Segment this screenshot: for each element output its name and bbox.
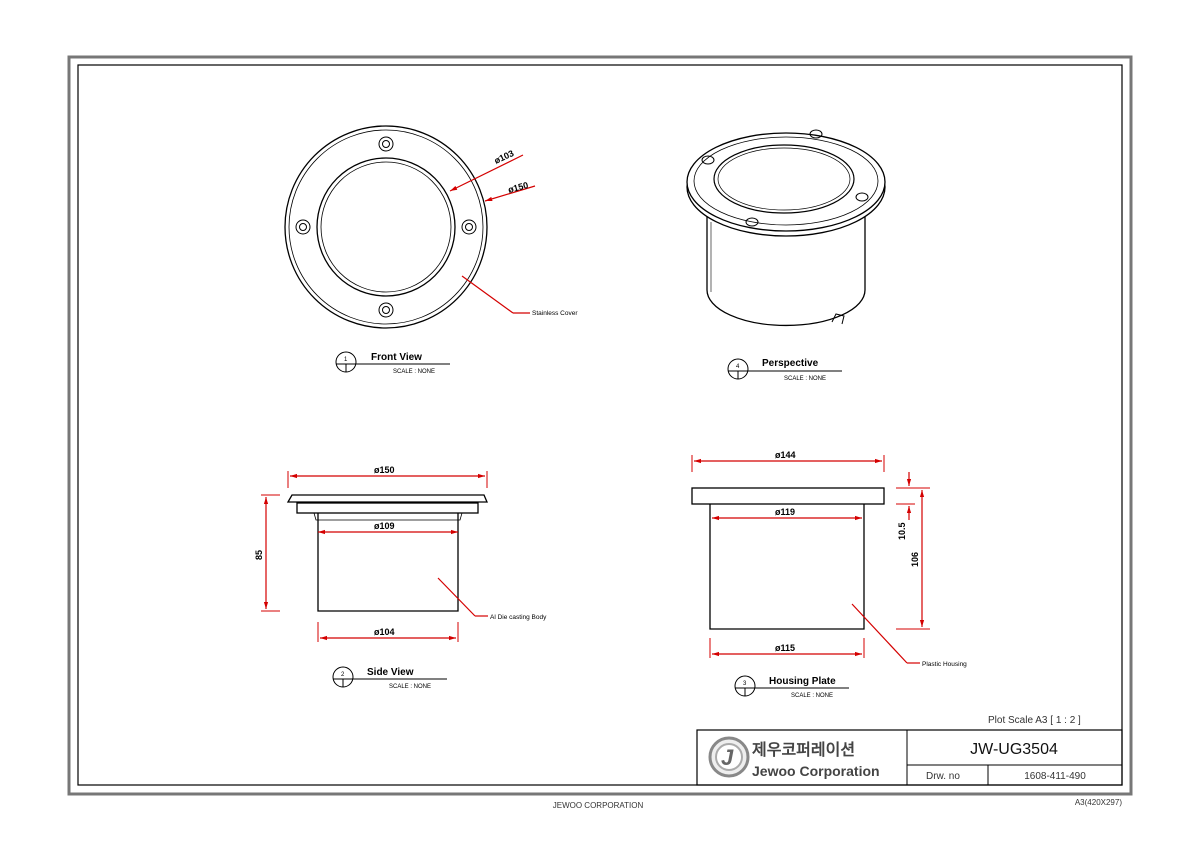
side-dim-bottom: ø104: [374, 627, 395, 637]
side-view-dimensions: [261, 471, 488, 642]
front-view-dimensions: [449, 154, 536, 314]
housing-plate-number: 3: [743, 681, 747, 687]
footer-paper-size: A3(420X297): [1075, 798, 1122, 807]
outer-frame: [67, 55, 1133, 796]
perspective-scale: SCALE : NONE: [784, 376, 826, 382]
perspective-drawing: [686, 129, 886, 327]
svg-text:J: J: [721, 745, 734, 770]
title-block-frame: [696, 729, 1123, 786]
front-view-title: Front View: [371, 352, 422, 363]
footer-company: JEWOO CORPORATION: [553, 801, 644, 810]
housing-plate-label-symbol: [734, 675, 849, 697]
housing-plate-scale: SCALE : NONE: [791, 693, 833, 699]
housing-dim-top: ø144: [775, 450, 796, 460]
side-view-label-symbol: [332, 666, 447, 688]
front-view-scale: SCALE : NONE: [393, 369, 435, 375]
side-dim-height: 85: [254, 550, 264, 560]
housing-dim-bottom: ø115: [775, 643, 795, 653]
side-view-scale: SCALE : NONE: [389, 684, 431, 690]
side-dim-mid: ø109: [374, 521, 395, 531]
side-callout: Al Die casting Body: [490, 614, 547, 621]
housing-plate-drawing: [691, 487, 885, 630]
drawing-number-label: Drw. no: [926, 771, 960, 782]
perspective-number: 4: [736, 364, 740, 370]
plot-scale: Plot Scale A3 [ 1 : 2 ]: [988, 715, 1081, 726]
housing-callout: Plastic Housing: [922, 661, 967, 668]
perspective-label-symbol: [727, 358, 842, 380]
perspective-title: Perspective: [762, 358, 819, 369]
front-callout: Stainless Cover: [532, 310, 578, 317]
front-view-number: 1: [344, 357, 348, 363]
side-dim-top: ø150: [374, 465, 395, 475]
company-name-korean: 제우코퍼레이션: [752, 741, 855, 759]
drawing-number: 1608-411-490: [1024, 771, 1086, 782]
company-logo: J: [708, 736, 750, 778]
front-view-label-symbol: [335, 351, 450, 373]
housing-dim-height: 106: [910, 552, 920, 567]
front-dim-outer: ø150: [507, 180, 529, 195]
housing-dim-mid: ø119: [775, 507, 795, 517]
side-view-title: Side View: [367, 667, 414, 678]
side-view-number: 2: [341, 672, 345, 678]
inner-frame: [77, 64, 1123, 786]
housing-plate-title: Housing Plate: [769, 676, 836, 687]
side-view-drawing: [286, 494, 488, 612]
company-name-english: Jewoo Corporation: [752, 763, 880, 779]
housing-plate-dimensions: [691, 455, 930, 664]
housing-dim-flange: 10.5: [897, 522, 907, 540]
front-dim-inner: ø103: [493, 148, 516, 166]
model-number: JW-UG3504: [970, 741, 1058, 758]
front-view-drawing: [284, 125, 488, 329]
